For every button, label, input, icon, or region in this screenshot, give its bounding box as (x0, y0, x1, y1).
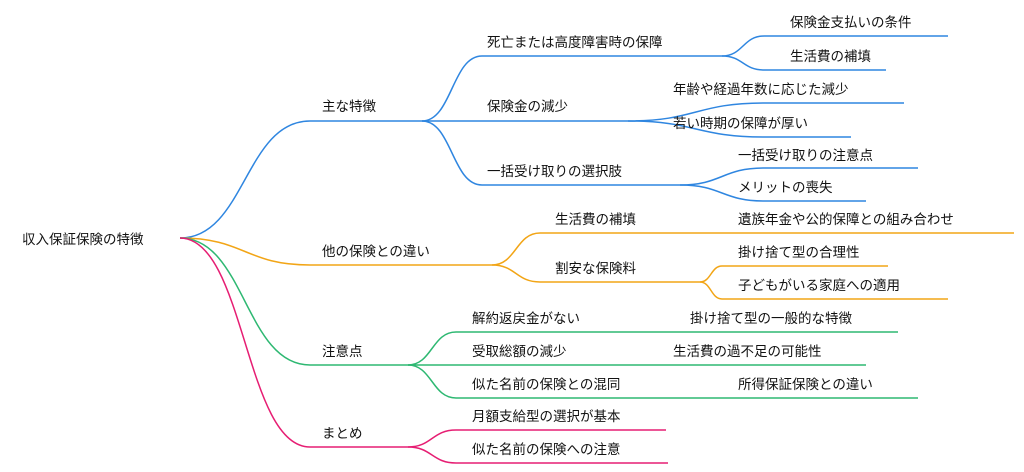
leaf-label: 生活費の過不足の可能性 (673, 344, 822, 360)
leaf-label: メリットの喪失 (738, 180, 833, 196)
connector-curve (699, 265, 723, 283)
connector-curve (421, 55, 483, 122)
connector-curve (407, 331, 457, 366)
leaf-label: 年齢や経過年数に応じた減少 (673, 81, 849, 98)
connector-curve (679, 167, 765, 186)
connector-curve (491, 264, 541, 283)
node-label: 生活費の補填 (555, 212, 636, 228)
node-label: 月額支給型の選択が基本 (472, 408, 621, 425)
node-label: 割安な保険料 (555, 260, 636, 277)
connector-curve (421, 120, 483, 186)
branch-label-summary: まとめ (322, 426, 363, 442)
leaf-label: 一括受け取りの注意点 (738, 147, 873, 164)
branch-label-differences: 他の保険との違い (322, 244, 430, 260)
leaf-label: 若い時期の保障が厚い (673, 116, 808, 132)
connector-curve (627, 120, 765, 138)
connector-lines (179, 35, 1014, 464)
node-label: 一括受け取りの選択肢 (487, 164, 622, 180)
connector-curve (407, 364, 457, 399)
leaf-label: 遺族年金や公的保障との組み合わせ (738, 212, 954, 228)
node-label: 似た名前の保険との混同 (472, 376, 620, 393)
connector-curve (721, 55, 765, 71)
node-label: 解約返戻金がない (472, 311, 580, 327)
branch-label-main-features: 主な特徴 (322, 99, 376, 115)
connector-curve (679, 184, 765, 202)
root-node-label: 収入保証保険の特徴 (22, 232, 144, 248)
connector-curve (407, 446, 457, 464)
connector-curve (179, 237, 311, 448)
node-label: 保険金の減少 (487, 98, 568, 115)
connector-curve (179, 120, 311, 239)
leaf-label: 所得保証保険との違い (738, 376, 873, 393)
connector-curve (721, 35, 765, 57)
node-label: 受取総額の減少 (472, 343, 567, 360)
leaf-label: 生活費の補填 (790, 49, 871, 65)
node-label: 似た名前の保険への注意 (472, 441, 621, 458)
node-label: 死亡または高度障害時の保障 (487, 34, 663, 51)
branch-label-cautions: 注意点 (322, 343, 363, 360)
connector-curve (699, 281, 723, 300)
leaf-label: 掛け捨て型の一般的な特徴 (690, 310, 852, 327)
connector-curve (407, 429, 457, 448)
connector-curve (627, 102, 765, 122)
leaf-label: 掛け捨て型の合理性 (738, 244, 860, 261)
leaf-label: 子どもがいる家庭への適用 (738, 277, 900, 294)
connector-curve (179, 237, 311, 366)
leaf-label: 保険金支払いの条件 (790, 14, 912, 31)
connector-curve (179, 237, 311, 266)
connector-curve (491, 232, 541, 266)
